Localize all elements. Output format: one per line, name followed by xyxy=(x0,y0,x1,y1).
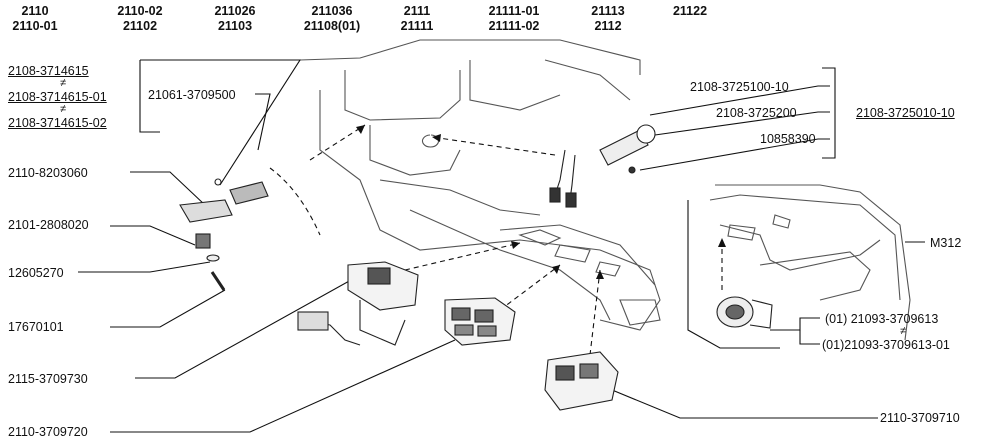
model-code: 2110 xyxy=(21,4,49,18)
part-label-6: 2101-2808020 xyxy=(8,218,89,232)
model-code: 2111 xyxy=(403,4,431,18)
leader-lines xyxy=(78,59,925,433)
window-switch-driver xyxy=(297,261,419,346)
part-label-r4: 2108-3725010-10 xyxy=(856,106,955,120)
model-code: 21113 xyxy=(591,4,625,18)
model-col-8: 21122 xyxy=(665,4,715,19)
cigarette-lighter-assembly xyxy=(549,124,656,208)
model-code: 21111-02 xyxy=(488,19,540,33)
part-label-2: 2108-3714615-01 xyxy=(8,90,107,104)
arrow-heads xyxy=(356,125,726,279)
part-label-r5: M312 xyxy=(930,236,962,250)
part-label-1: 2108-3714615 xyxy=(8,64,89,78)
switch-bracket-parts xyxy=(179,178,269,291)
window-switch-passenger xyxy=(544,351,619,411)
interchangeable-mark: ≠ xyxy=(60,103,67,115)
part-label-r7: (01)21093-3709613-01 xyxy=(822,338,950,352)
window-switch-block xyxy=(444,297,516,346)
part-label-8: 17670101 xyxy=(8,320,64,334)
model-code: 21102 xyxy=(122,19,158,33)
part-label-r3: 10858390 xyxy=(760,132,816,146)
part-label-3: 2108-3714615-02 xyxy=(8,116,107,130)
model-code: 21108(01) xyxy=(303,19,361,33)
part-label-r8: 2110-3709710 xyxy=(880,411,960,425)
part-label-r6: (01) 21093-3709613 xyxy=(825,312,939,326)
door-panel-outline xyxy=(709,184,911,341)
model-code: 21111 xyxy=(400,19,434,33)
dashed-connections xyxy=(269,124,723,356)
model-code: 211036 xyxy=(311,4,353,18)
part-label-r2: 2108-3725200 xyxy=(716,106,797,120)
model-code: 2112 xyxy=(594,19,622,33)
part-label-7: 12605270 xyxy=(8,266,64,280)
part-label-5: 2110-8203060 xyxy=(8,166,88,180)
model-code: 2110-01 xyxy=(12,19,58,33)
door-window-switch xyxy=(716,296,773,329)
model-code: 21103 xyxy=(217,19,253,33)
model-code: 21111-01 xyxy=(488,4,540,18)
interchangeable-mark: ≠ xyxy=(900,325,907,337)
center-console-outline xyxy=(299,39,661,331)
part-label-10: 2110-3709720 xyxy=(8,425,88,439)
model-code: 211026 xyxy=(214,4,256,18)
part-label-4: 21061-3709500 xyxy=(148,88,236,102)
model-code: 21122 xyxy=(672,4,708,18)
part-label-r1: 2108-3725100-10 xyxy=(690,80,789,94)
part-label-9: 2115-3709730 xyxy=(8,372,88,386)
interchangeable-mark: ≠ xyxy=(60,77,67,89)
model-code: 2110-02 xyxy=(117,4,163,18)
